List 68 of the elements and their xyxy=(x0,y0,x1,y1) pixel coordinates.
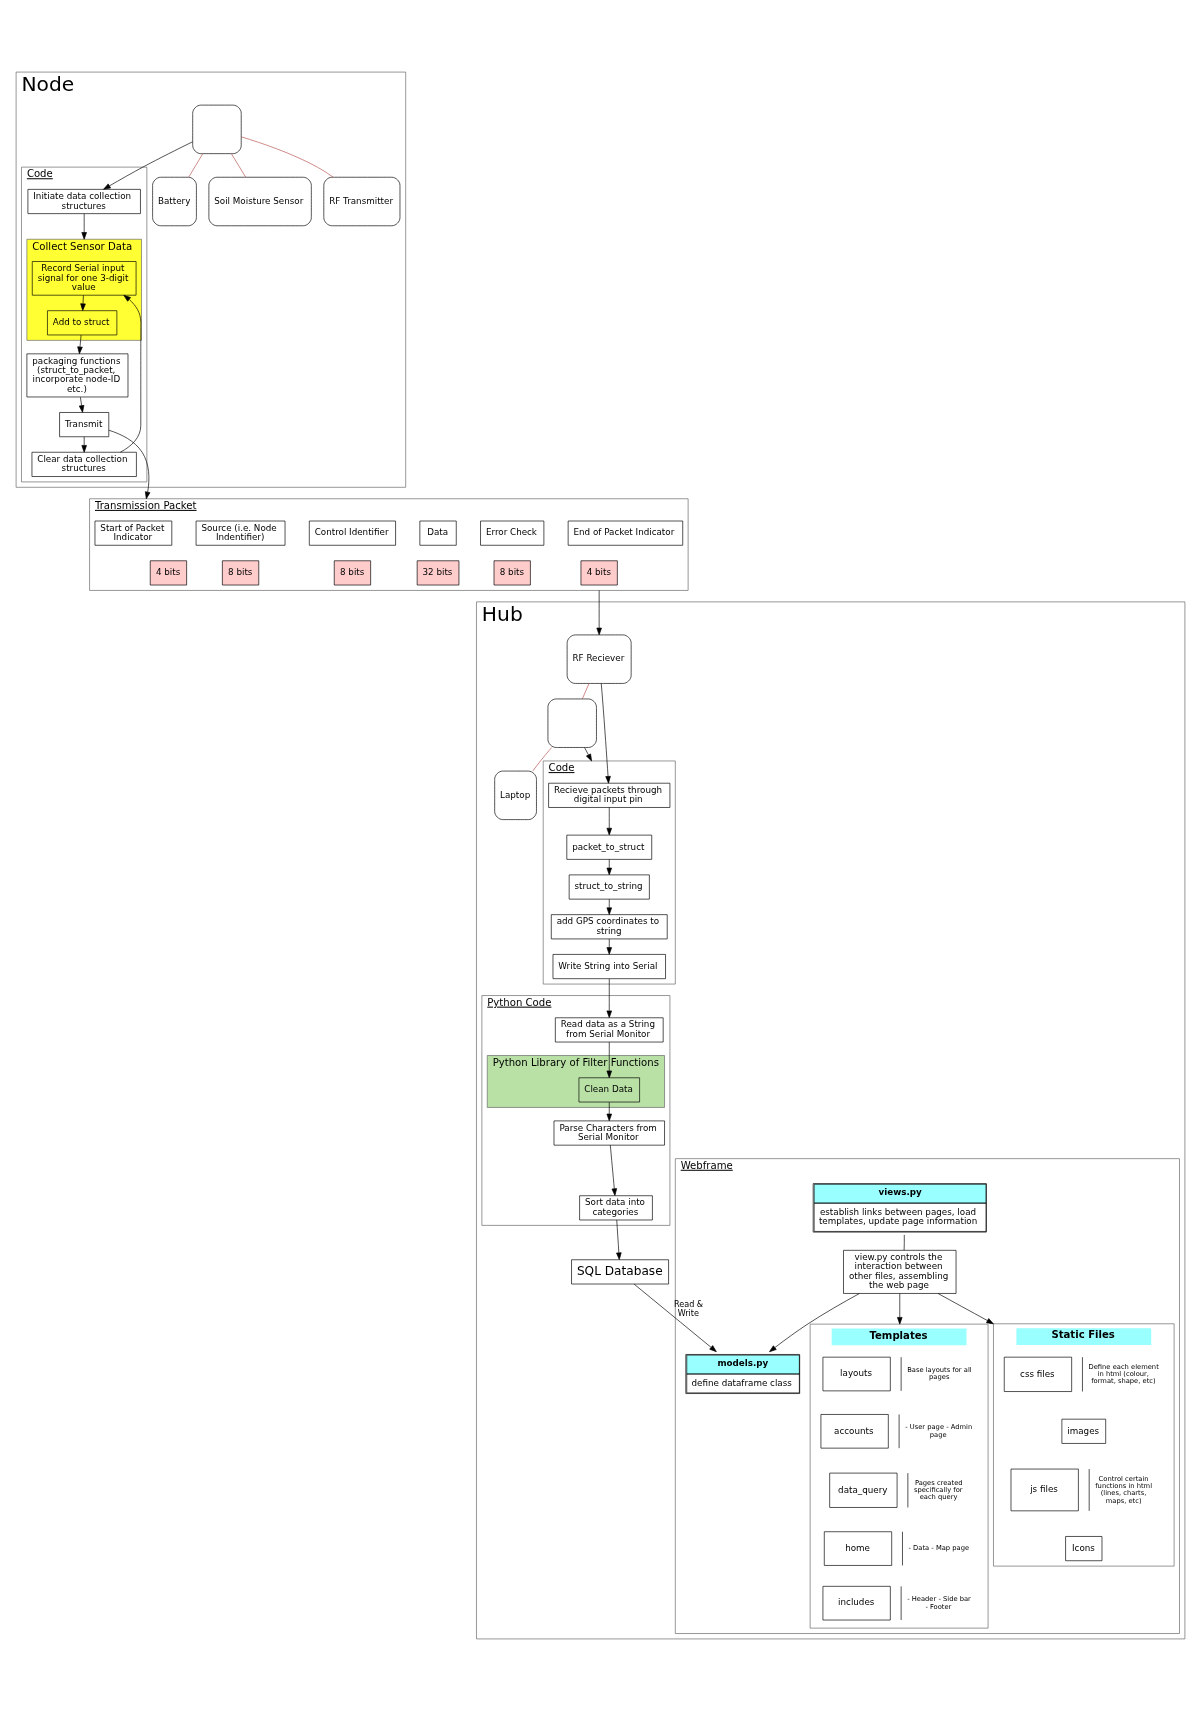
node-box: 32 bits xyxy=(416,560,460,586)
arrow xyxy=(609,1144,617,1196)
node-box: Battery xyxy=(152,176,197,227)
arrow xyxy=(103,141,193,190)
node-box: Transmit xyxy=(59,412,110,438)
node-box: Parse Characters from Serial Monitor xyxy=(553,1120,665,1146)
node-box: Clear data collection structures xyxy=(31,451,137,477)
node-box: Data xyxy=(419,520,457,546)
node-box: RF Reciever xyxy=(566,634,632,684)
node-box: Soil Moisture Sensor xyxy=(208,176,312,227)
node-box: 4 bits xyxy=(149,560,187,586)
node-box: images xyxy=(1061,1418,1107,1444)
node-box: Read data as a String from Serial Monitor xyxy=(555,1017,664,1043)
connector xyxy=(231,153,246,178)
node-box: End of Packet Indicator xyxy=(567,520,684,546)
node-box xyxy=(547,698,597,748)
node-box: Source (i.e. Node Indentifier) xyxy=(195,520,286,546)
node-box xyxy=(192,104,242,154)
arrow xyxy=(633,1283,717,1353)
edge-label: Read & Write xyxy=(673,1299,704,1319)
connector xyxy=(241,136,334,178)
arrow xyxy=(108,429,151,500)
arrow xyxy=(606,978,612,1018)
node-box: Control Identifier xyxy=(308,520,396,546)
node-box: Clean Data xyxy=(578,1077,640,1103)
arrow xyxy=(77,334,83,355)
connector xyxy=(188,153,204,178)
arrow xyxy=(606,938,612,955)
arrow xyxy=(937,1293,994,1325)
node-box: 4 bits xyxy=(580,560,618,586)
arrow xyxy=(120,294,142,453)
node-box: Icons xyxy=(1065,1536,1103,1562)
node-box: packaging functions (struct_to_packet, incorporate node-ID etc.) xyxy=(26,353,129,398)
node-box: view.py controls the interaction between other files, assembling the web page xyxy=(843,1250,957,1294)
node-box: add GPS coordinates to string xyxy=(550,914,668,940)
node-box: Error Check xyxy=(480,520,545,546)
arrow xyxy=(616,1219,622,1260)
node-box: Laptop xyxy=(494,770,537,820)
arrow xyxy=(606,807,612,836)
node-box: RF Transmitter xyxy=(323,176,401,227)
arrow xyxy=(584,747,592,762)
node-box: 8 bits xyxy=(222,560,260,586)
arrow xyxy=(606,1041,612,1078)
node-box: Write String into Serial xyxy=(552,954,666,979)
arrow xyxy=(606,898,612,915)
node-box: Start of Packet Indicator xyxy=(94,520,173,546)
arrow xyxy=(600,683,611,784)
arrow xyxy=(606,859,612,876)
node-box: Record Serial input signal for one 3-digit value xyxy=(31,261,137,296)
node-box: Initiate data collection structures xyxy=(27,189,141,214)
arrow xyxy=(606,1101,612,1122)
node-box: struct_to_string xyxy=(568,874,650,900)
connector xyxy=(532,747,552,772)
node-box: Sort data into categories xyxy=(579,1195,653,1221)
node-box: 8 bits xyxy=(333,560,371,586)
node-box: 8 bits xyxy=(493,560,531,586)
node-box: SQL Database xyxy=(571,1259,669,1285)
arrow xyxy=(81,213,87,240)
arrow xyxy=(897,1293,903,1325)
node-box: packet_to_struct xyxy=(566,834,653,860)
arrow xyxy=(596,590,602,636)
arrow xyxy=(78,396,85,413)
arrow xyxy=(81,436,87,453)
arrow xyxy=(769,1293,860,1353)
arrow xyxy=(80,295,86,311)
connector xyxy=(582,683,590,700)
node-box: Recieve packets through digital input pin xyxy=(548,782,671,808)
node-box: Add to struct xyxy=(47,310,118,336)
